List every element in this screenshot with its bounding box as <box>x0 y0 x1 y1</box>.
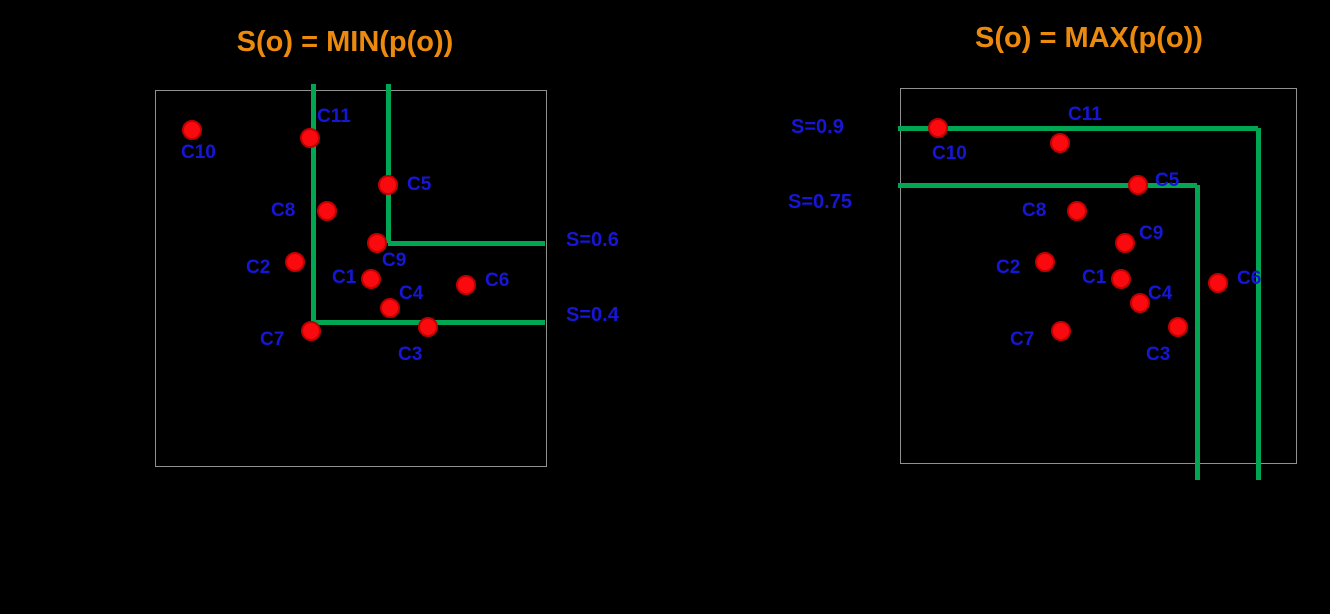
score-label-min: S=0.4 <box>566 304 619 326</box>
point-label-c2-min: C2 <box>246 257 271 278</box>
point-label-c3-max: C3 <box>1146 344 1171 365</box>
chart-title-min: S(o) = MIN(p(o)) <box>236 26 454 58</box>
score-line-segment-min <box>388 240 545 246</box>
data-point-c11-max <box>1050 133 1070 153</box>
data-point-c10-max <box>928 118 948 138</box>
point-label-c3-min: C3 <box>398 344 423 365</box>
point-label-c10-min: C10 <box>181 142 216 163</box>
point-label-c7-min: C7 <box>260 329 285 350</box>
data-point-c7-min <box>301 321 321 341</box>
score-line-segment-min <box>310 84 316 322</box>
score-line-segment-max <box>898 125 1258 131</box>
score-line-segment-min <box>385 84 391 243</box>
point-label-c4-max: C4 <box>1148 283 1173 304</box>
data-point-c3-max <box>1168 317 1188 337</box>
score-label-max: S=0.9 <box>791 116 844 138</box>
point-label-c1-min: C1 <box>332 267 357 288</box>
plot-area-min <box>155 90 547 467</box>
data-point-c9-min <box>367 233 387 253</box>
point-label-c9-max: C9 <box>1139 223 1164 244</box>
point-label-c9-min: C9 <box>382 250 407 271</box>
data-point-c1-min <box>361 269 381 289</box>
point-label-c6-max: C6 <box>1237 268 1262 289</box>
score-line-segment-max <box>1255 128 1261 480</box>
data-point-c6-min <box>456 275 476 295</box>
data-point-c11-min <box>300 128 320 148</box>
score-line-segment-max <box>1194 185 1200 480</box>
data-point-c4-min <box>380 298 400 318</box>
data-point-c1-max <box>1111 269 1131 289</box>
point-label-c2-max: C2 <box>996 257 1021 278</box>
point-label-c1-max: C1 <box>1082 267 1107 288</box>
data-point-c2-max <box>1035 252 1055 272</box>
data-point-c8-max <box>1067 201 1087 221</box>
data-point-c10-min <box>182 120 202 140</box>
data-point-c9-max <box>1115 233 1135 253</box>
data-point-c8-min <box>317 201 337 221</box>
plot-area-max <box>900 88 1297 464</box>
point-label-c10-max: C10 <box>932 143 967 164</box>
point-label-c4-min: C4 <box>399 283 424 304</box>
data-point-c2-min <box>285 252 305 272</box>
data-point-c5-max <box>1128 175 1148 195</box>
point-label-c5-max: C5 <box>1155 170 1180 191</box>
point-label-c11-min: C11 <box>317 106 351 127</box>
point-label-c11-max: C11 <box>1068 104 1102 125</box>
point-label-c8-max: C8 <box>1022 200 1047 221</box>
data-point-c7-max <box>1051 321 1071 341</box>
point-label-c5-min: C5 <box>407 174 432 195</box>
point-label-c7-max: C7 <box>1010 329 1035 350</box>
data-point-c5-min <box>378 175 398 195</box>
data-point-c4-max <box>1130 293 1150 313</box>
score-label-min: S=0.6 <box>566 229 619 251</box>
point-label-c8-min: C8 <box>271 200 296 221</box>
point-label-c6-min: C6 <box>485 270 510 291</box>
data-point-c6-max <box>1208 273 1228 293</box>
score-line-segment-max <box>898 182 1197 188</box>
score-label-max: S=0.75 <box>788 191 852 213</box>
data-point-c3-min <box>418 317 438 337</box>
chart-title-max: S(o) = MAX(p(o)) <box>975 22 1203 54</box>
